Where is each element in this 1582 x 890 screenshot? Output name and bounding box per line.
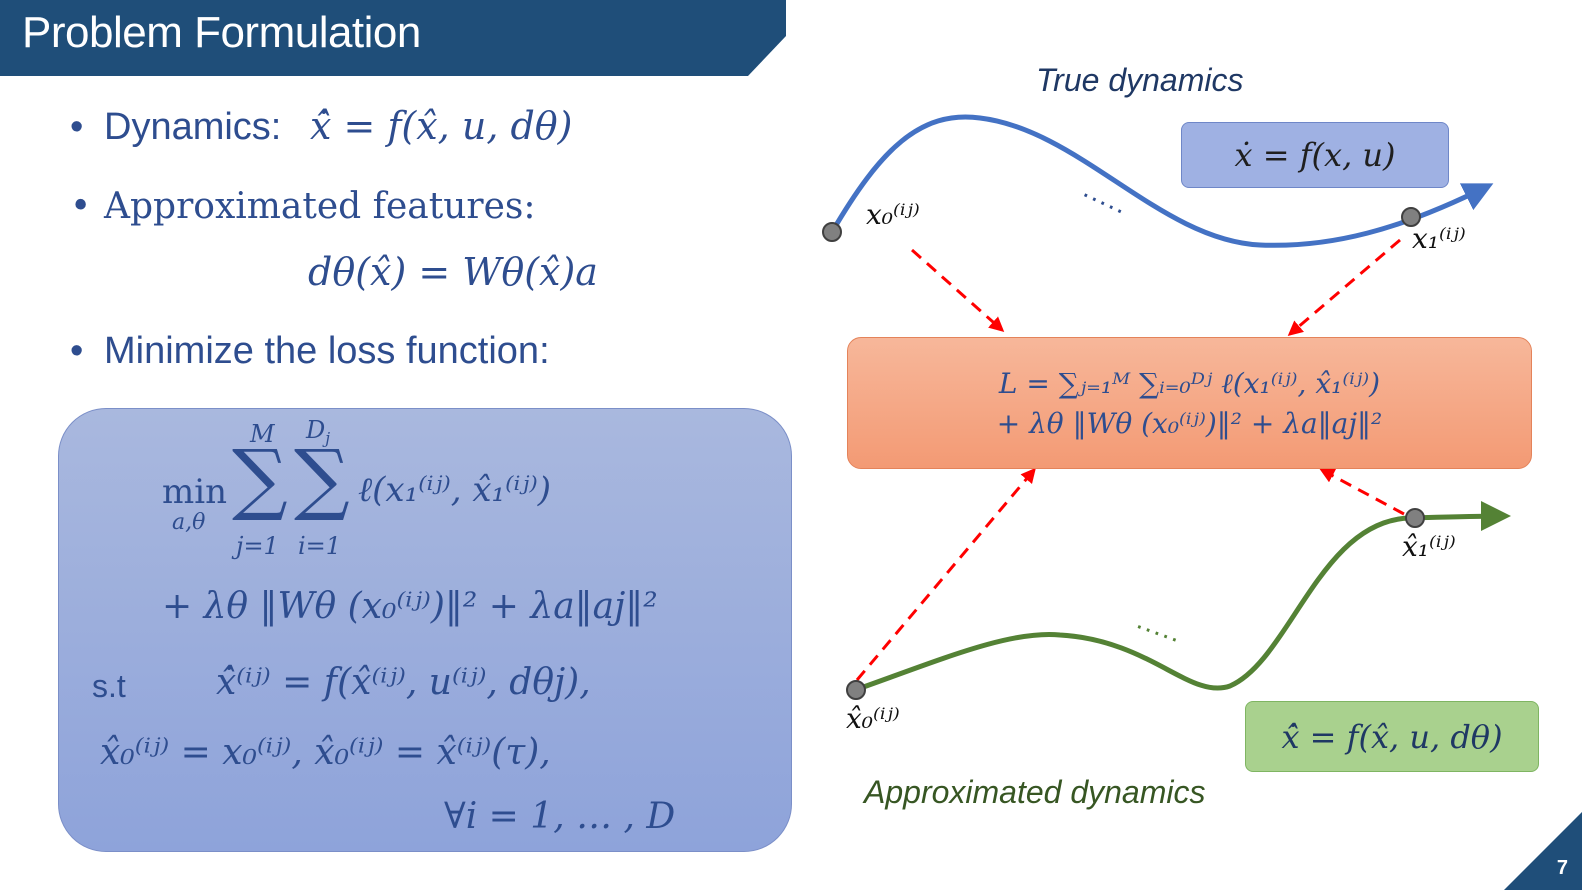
subject-to-label: s.t [92,668,126,704]
bullet-dynamics: • Dynamics: x̂̇ = f(x̂, u, dθ) [70,104,573,149]
arrow-x0-to-loss [911,248,1005,332]
sum1-symbol: ∑ [232,434,288,524]
title-bar [0,0,786,76]
bullet-minimize: • Minimize the loss function: [70,330,550,373]
loss-function-box: L = ∑ⱼ₌₁ᴹ ∑ᵢ₌₀ᴰʲ ℓ(x₁⁽ⁱʲ⁾, x̂₁⁽ⁱʲ⁾) + λθ… [847,337,1532,469]
constraint-dynamics: x̂̇⁽ⁱʲ⁾ = f(x̂⁽ⁱʲ⁾, u⁽ⁱʲ⁾, dθj), [216,662,591,703]
min-operator: min [162,472,228,512]
bullet-dot-icon: • [70,330,84,372]
approx-dynamics-box: x̂̇ = f(x̂, u, dθ) [1245,701,1539,772]
sum2-lower: i=1 [298,532,342,560]
label-xhat0: x̂₀⁽ⁱʲ⁾ [846,702,900,735]
optimization-box [58,408,792,852]
point-x0 [822,222,842,242]
label-x0: x₀⁽ⁱʲ⁾ [866,198,920,231]
sum2-upper-letter: D [306,416,326,444]
true-dynamics-equation: ẋ = f(x, u) [1234,136,1396,174]
true-dynamics-curve [829,114,1494,248]
approx-dynamics-title: Approximated dynamics [864,774,1206,810]
bullet-features: • Approximated features: [70,186,536,227]
sum2-symbol: ∑ [294,434,350,524]
arrow-xhat1-to-loss [1319,468,1405,516]
constraint-forall: ∀i = 1, … , D [444,796,676,837]
sum2-upper-sub: j [325,429,331,448]
min-subscript: a,θ [172,510,206,535]
sum2-upper: Dj [306,416,330,447]
sum1-upper: M [250,420,275,448]
arrow-xhat0-to-loss [855,467,1036,681]
features-equation: dθ(x̂) = Wθ(x̂)a [308,250,598,294]
dynamics-equation: x̂̇ = f(x̂, u, dθ) [309,104,573,148]
point-x1 [1401,207,1421,227]
bullet-features-label: Approximated features: [104,186,536,227]
approx-dynamics-equation: x̂̇ = f(x̂, u, dθ) [1281,717,1503,756]
arrow-x1-to-loss [1287,238,1401,336]
loss-line-2: + λθ ‖Wθ (x₀⁽ⁱʲ⁾)‖² + λa‖aj‖² [996,406,1383,440]
regularization-line: + λθ ‖Wθ (x₀⁽ⁱʲ⁾)‖² + λa‖aj‖² [162,586,658,627]
slide-title: Problem Formulation [22,8,421,57]
point-xhat0 [846,680,866,700]
constraint-initial: x̂₀⁽ⁱʲ⁾ = x₀⁽ⁱʲ⁾, x̂₀⁽ⁱʲ⁾ = x̂⁽ⁱʲ⁾(τ), [100,732,551,773]
label-x1: x₁⁽ⁱʲ⁾ [1412,222,1466,255]
bullet-dot-icon: • [70,106,84,148]
bullet-minimize-label: Minimize the loss function: [104,330,550,372]
bullet-dot-icon: • [70,186,92,227]
page-number: 7 [1556,857,1568,879]
true-dynamics-box: ẋ = f(x, u) [1181,122,1449,188]
bullet-dynamics-label: Dynamics: [104,106,282,148]
sum1-lower: j=1 [236,532,279,560]
page-number-corner [1504,812,1582,890]
loss-line-1: L = ∑ⱼ₌₁ᴹ ∑ᵢ₌₀ᴰʲ ℓ(x₁⁽ⁱʲ⁾, x̂₁⁽ⁱʲ⁾) [998,366,1381,400]
loss-term: ℓ(x₁⁽ⁱʲ⁾, x̂₁⁽ⁱʲ⁾) [358,470,551,510]
label-xhat1: x̂₁⁽ⁱʲ⁾ [1402,530,1456,563]
true-dynamics-title: True dynamics [1036,62,1244,98]
point-xhat1 [1405,508,1425,528]
